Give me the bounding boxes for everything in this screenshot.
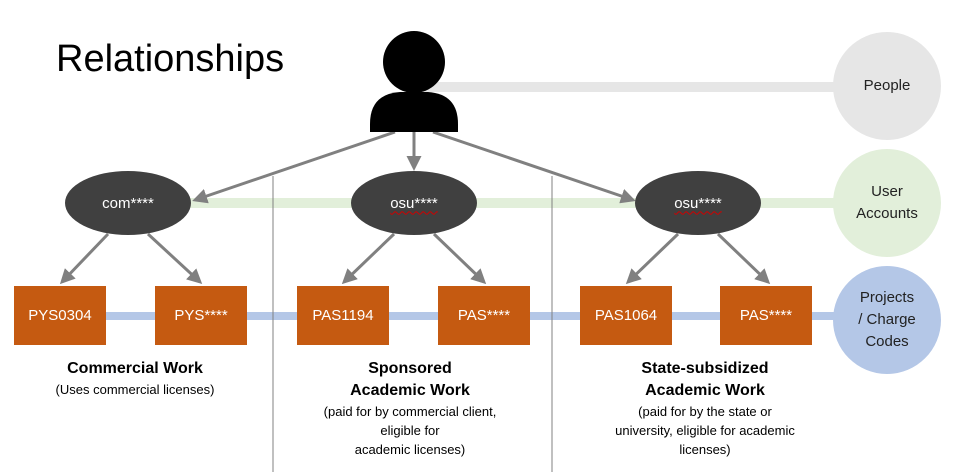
account-node-state: osu**** [635, 171, 761, 235]
project-code: PAS**** [739, 307, 793, 324]
category-commercial-work: Commercial Work (Uses commercial license… [20, 358, 250, 399]
category-heading: Commercial Work [67, 360, 203, 377]
legend-accounts-label-line1: User [871, 183, 903, 200]
legend-projects-label-line1: Projects [859, 289, 915, 306]
category-sponsored-academic-work: Sponsored Academic Work (paid for by com… [290, 358, 530, 459]
page-title: Relationships [56, 38, 285, 80]
category-note: university, eligible for academic [615, 423, 795, 438]
project-box: PAS1194 [297, 286, 389, 345]
project-box: PYS0304 [14, 286, 106, 345]
arrow-person-to-com [192, 130, 396, 204]
category-note: eligible for [380, 423, 440, 438]
category-note: academic licenses) [354, 442, 466, 457]
account-label: com**** [102, 194, 154, 212]
arrow-com-to-pys0304 [59, 232, 110, 285]
legend-accounts-text: User Accounts [856, 181, 918, 225]
arrow-person-to-osu-2 [432, 130, 636, 204]
project-code: PYS**** [174, 307, 228, 324]
category-state-subsidized-academic-work: State-subsidized Academic Work (paid for… [575, 358, 835, 459]
account-node-commercial: com**** [65, 171, 191, 235]
category-note: (Uses commercial licenses) [55, 382, 215, 397]
arrow-com-to-pys [146, 232, 203, 285]
legend-people: People [833, 32, 941, 140]
project-box: PAS**** [720, 286, 812, 345]
project-box: PAS1064 [580, 286, 672, 345]
legend-projects-label-line3: Codes [865, 333, 909, 350]
legend-people-label: People [863, 77, 911, 94]
arrow-osu1-to-pas [432, 232, 487, 285]
category-note: licenses) [679, 442, 731, 457]
category-heading: Academic Work [645, 382, 765, 399]
account-label: osu**** [674, 194, 722, 212]
person-head [383, 31, 445, 93]
project-box: PYS**** [155, 286, 247, 345]
category-heading: State-subsidized [641, 360, 769, 377]
project-code: PAS1194 [312, 307, 374, 324]
legend-projects-charge-codes: Projects / Charge Codes [833, 266, 941, 374]
account-label: osu**** [390, 194, 438, 212]
person-icon [370, 31, 458, 132]
legend-projects-text: Projects / Charge Codes [858, 287, 916, 353]
legend-accounts-label-line2: Accounts [856, 205, 918, 222]
arrow-osu1-to-pas1194 [341, 232, 396, 285]
legend-projects-label-line2: / Charge [858, 311, 916, 328]
project-box: PAS**** [438, 286, 530, 345]
legend-user-accounts: User Accounts [833, 149, 941, 257]
account-node-sponsored: osu**** [351, 171, 477, 235]
arrow-osu2-to-pas1064 [625, 232, 680, 285]
project-code: PAS**** [457, 307, 511, 324]
arrow-osu2-to-pas [716, 232, 771, 285]
category-note: (paid for by the state or [638, 404, 772, 419]
category-heading: Sponsored [368, 360, 452, 377]
category-note: (paid for by commercial client, [323, 404, 497, 419]
project-code: PYS0304 [28, 307, 92, 324]
project-code: PAS1064 [594, 307, 658, 324]
category-heading: Academic Work [350, 382, 470, 399]
person-body [370, 92, 458, 132]
